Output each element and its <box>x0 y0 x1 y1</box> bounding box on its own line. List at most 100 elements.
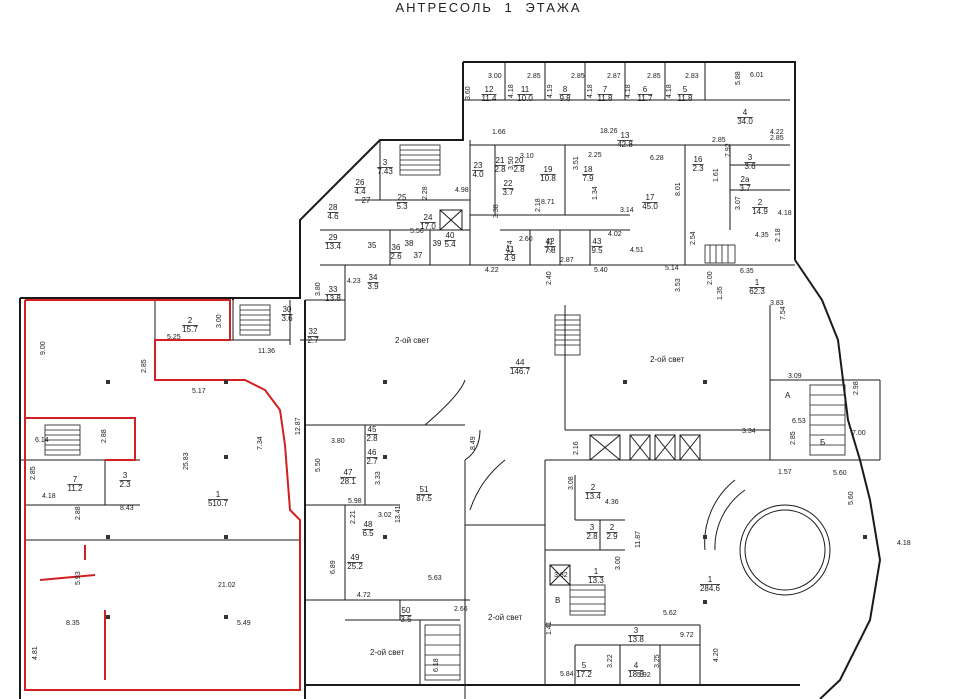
room-area: 11.8 <box>678 94 694 103</box>
dimension-label: 1.34 <box>592 186 599 200</box>
dimension-label: 11.87 <box>635 531 642 548</box>
dimension-label: 2.18 <box>775 228 782 242</box>
round-hall <box>704 479 831 596</box>
room-number: 38 <box>405 239 414 248</box>
room-area: 4.9 <box>504 254 516 263</box>
dimension-label: 5.14 <box>665 265 679 272</box>
room-number: 45 <box>368 425 377 434</box>
dimension-label: 3.83 <box>770 300 784 307</box>
dimension-label: 5.93 <box>75 571 82 585</box>
plan-title: АНТРЕСОЛЬ 1 ЭТАЖА <box>395 0 582 15</box>
room-area: 17.2 <box>576 670 592 679</box>
dimension-label: 2.88 <box>75 506 82 520</box>
dimension-label: 6.35 <box>740 268 754 275</box>
room-area: 13.8 <box>628 635 644 644</box>
room-number: 3 <box>634 626 639 635</box>
highlighted-area <box>24 299 301 691</box>
room-number: 18 <box>584 165 593 174</box>
dimension-label: 4.18 <box>42 493 56 500</box>
dimension-label: 2.88 <box>101 429 108 443</box>
room-number: 1 <box>755 278 760 287</box>
room-number: 34 <box>369 273 378 282</box>
room-number: 5 <box>582 661 587 670</box>
dimension-label: 9.00 <box>40 341 47 355</box>
room-number: 50 <box>402 606 411 615</box>
dimension-label: 5.60 <box>833 470 847 477</box>
room-area: 10.0 <box>517 94 533 103</box>
dimension-label: 4.22 <box>770 129 784 136</box>
room-area: 4.4 <box>354 187 366 196</box>
dimension-label: 2.85 <box>141 359 148 373</box>
room-area: 11.4 <box>482 94 498 103</box>
dimension-label: 6.14 <box>35 437 49 444</box>
dimension-label: 3.51 <box>573 156 580 170</box>
room-number: 40 <box>446 231 455 240</box>
dimension-label: 13.41 <box>395 505 402 523</box>
dimension-label: 7.34 <box>257 436 264 450</box>
room-area: 5.3 <box>396 202 408 211</box>
room-area: 2.8 <box>366 434 378 443</box>
room-area: 2.7 <box>366 457 378 466</box>
room-number: 2 <box>758 198 763 207</box>
room-number: 43 <box>593 237 602 246</box>
room-area: 13.4 <box>585 492 601 501</box>
room-area: 3.5 <box>400 615 412 624</box>
room-number: 19 <box>544 165 553 174</box>
mark-b: Б <box>820 438 825 447</box>
room-area: 2.8 <box>513 165 525 174</box>
room-area: 87.5 <box>416 494 432 503</box>
dimension-label: 4.36 <box>605 499 619 506</box>
dimension-label: 7.92 <box>725 143 732 157</box>
dimension-label: 5.17 <box>192 388 206 395</box>
room-number: 44 <box>516 358 525 367</box>
dimension-label: 6.53 <box>792 418 806 425</box>
dimension-label: 12.87 <box>295 417 302 435</box>
dimension-label: 3.53 <box>675 278 682 292</box>
dimension-label: 3.10 <box>520 153 534 160</box>
dimension-label: 2.54 <box>690 231 697 245</box>
room-number: 21 <box>496 156 505 165</box>
dimension-label: 2.85 <box>790 431 797 445</box>
dimension-label: 4.18 <box>897 540 911 547</box>
mark-v: В <box>555 596 560 605</box>
dimension-label: 3.34 <box>742 428 756 435</box>
room-area: 3.9 <box>367 282 379 291</box>
room-number: 12 <box>485 85 494 94</box>
outer-walls <box>19 61 882 699</box>
room-number: 3 <box>748 153 753 162</box>
room-number: 5 <box>683 85 688 94</box>
room-area: 17.0 <box>420 222 436 231</box>
room-number: 39 <box>433 239 442 248</box>
room-labels: 1211.41110.089.8711.8611.7511.8434.01342… <box>68 85 769 679</box>
dimension-label: 11.36 <box>258 348 275 355</box>
room-area: 3.7 <box>739 184 751 193</box>
mark-a: А <box>785 391 791 400</box>
room-number: 2a <box>741 175 750 184</box>
dimension-label: 3.80 <box>315 282 322 296</box>
room-area: 7.8 <box>544 246 556 255</box>
dimension-label: 1.61 <box>713 168 720 182</box>
room-number: 7 <box>73 475 78 484</box>
room-number: 17 <box>646 193 655 202</box>
dimension-label: 3.33 <box>375 471 382 485</box>
room-area: 2.7 <box>307 336 319 345</box>
room-number: 27 <box>362 196 371 205</box>
dimension-label: 8.49 <box>470 436 477 450</box>
room-area: 284.6 <box>700 584 721 593</box>
room-area: 4.0 <box>472 170 484 179</box>
room-area: 34.0 <box>737 117 753 126</box>
room-number: 2 <box>610 523 615 532</box>
room-area: 62.3 <box>749 287 765 296</box>
dimension-label: 4.23 <box>347 278 361 285</box>
dimension-label: 3.00 <box>488 73 502 80</box>
room-area: 13.8 <box>325 294 341 303</box>
dimension-label: 2.00 <box>707 271 714 285</box>
dimension-label: 8.71 <box>541 199 555 206</box>
dimension-label: 4.18 <box>778 210 792 217</box>
room-number: 4 <box>634 661 639 670</box>
room-area: 510.7 <box>208 499 229 508</box>
dimension-label: 2.98 <box>853 381 860 395</box>
room-number: 6 <box>643 85 648 94</box>
room-area: 6.5 <box>362 529 374 538</box>
